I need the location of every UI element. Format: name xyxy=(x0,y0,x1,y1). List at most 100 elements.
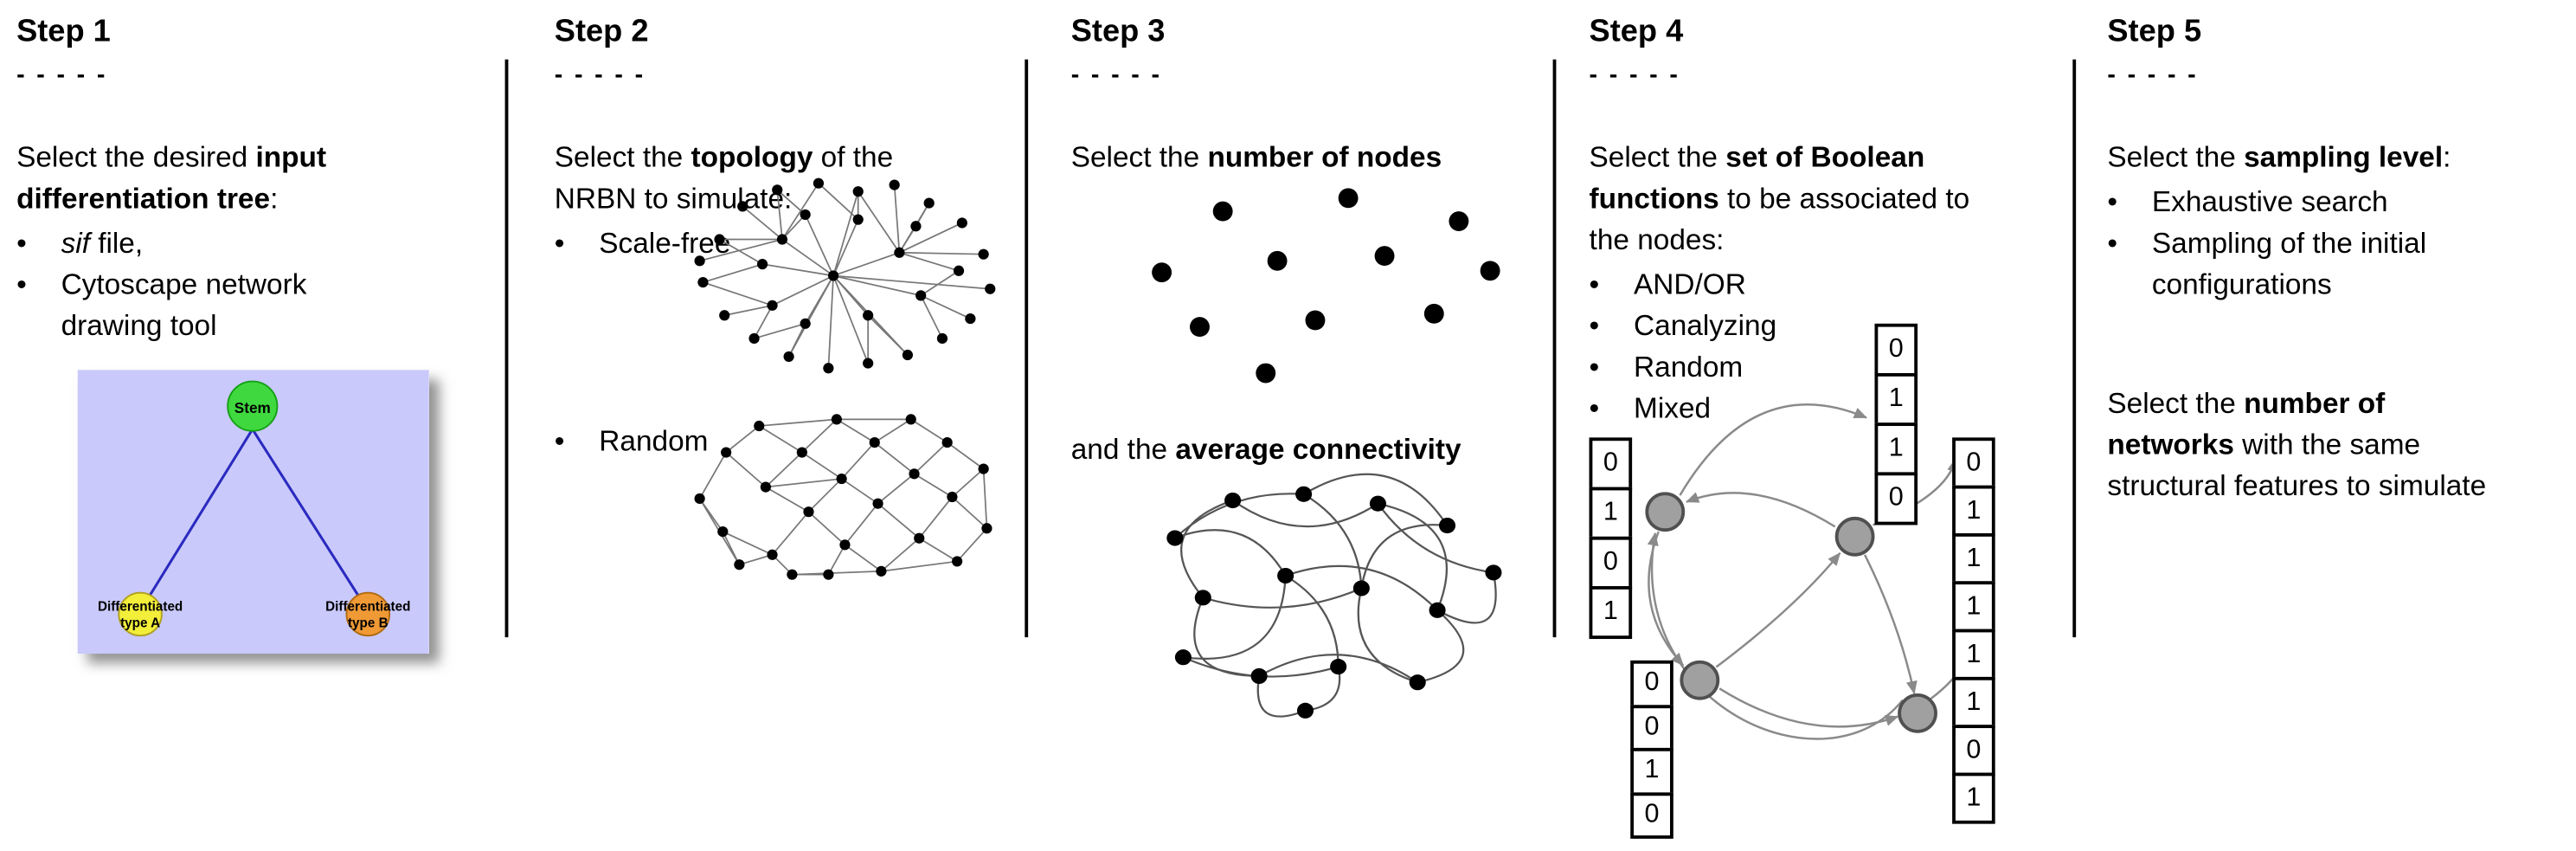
connectivity-graph-graphic xyxy=(1166,473,1502,719)
bullet-marker xyxy=(555,421,599,462)
truth-table-cell: 1 xyxy=(1630,747,1673,796)
network-node xyxy=(1898,693,1937,733)
truth-table-cell: 1 xyxy=(1874,373,1918,427)
truth-table-cell: 0 xyxy=(1874,472,1918,525)
bullet-list: Exhaustive search Sampling of the initia… xyxy=(2107,182,2573,306)
network-node xyxy=(1680,660,1720,700)
step-column-4: Step 4 - - - - - Select the set of Boole… xyxy=(1590,13,2052,429)
column-divider xyxy=(2072,59,2077,638)
step-column-5: Step 5 - - - - - Select the sampling lev… xyxy=(2107,13,2573,502)
step-dashes: - - - - - xyxy=(2107,61,2199,89)
list-item-text: Mixed xyxy=(1634,390,1712,425)
network-node xyxy=(1834,516,1875,557)
step-title: Step 3 xyxy=(1070,15,1166,50)
truth-table-cell: 0 xyxy=(1589,437,1633,491)
list-item: Random xyxy=(555,421,709,462)
type-b-node xyxy=(345,591,391,637)
random-network-graphic xyxy=(694,414,992,580)
step-second-text: and the average connectivity xyxy=(1070,432,1461,466)
truth-table-cell: 1 xyxy=(1874,422,1918,476)
list-item-text: AND/OR xyxy=(1634,267,1746,301)
truth-table-cell: 0 xyxy=(1952,437,1995,489)
stem-node xyxy=(227,380,279,432)
list-item: AND/OR xyxy=(1590,264,2052,306)
truth-table-cell: 1 xyxy=(1952,485,1995,537)
step-dashes: - - - - - xyxy=(1070,61,1162,89)
list-item-text: Random xyxy=(599,424,709,458)
step-column-1: Step 1 - - - - - Select the desired inpu… xyxy=(16,13,482,654)
truth-table-top: 0 1 1 0 xyxy=(1874,323,1918,525)
bullet-marker xyxy=(2107,182,2151,223)
step-title: Step 4 xyxy=(1589,15,1684,50)
list-item: Exhaustive search xyxy=(2107,182,2573,223)
list-item-text: Random xyxy=(1634,350,1744,384)
truth-table-cell: 1 xyxy=(1952,676,1995,729)
step-dashes: - - - - - xyxy=(16,61,108,89)
tree-edge xyxy=(138,429,254,612)
node-dots-graphic xyxy=(1152,188,1500,384)
type-a-label-line2: type A xyxy=(120,616,160,631)
truth-table-cell: 1 xyxy=(1952,581,1995,633)
list-item: Canalyzing xyxy=(1590,306,2052,347)
scale-free-network-graphic xyxy=(694,177,996,374)
type-a-label-line1: Differentiated xyxy=(98,600,183,615)
differentiation-tree-svg: Stem Differentiated type A Differentiate… xyxy=(77,370,429,654)
truth-table-cell: 0 xyxy=(1630,704,1673,751)
step-column-2: Step 2 - - - - - Select the topology of … xyxy=(554,13,1020,580)
list-item-text: Exhaustive search xyxy=(2151,184,2388,218)
list-item-text: Scale-free xyxy=(599,226,731,260)
step-title: Step 1 xyxy=(16,15,111,50)
column-divider xyxy=(1025,59,1029,638)
truth-table-cell: 1 xyxy=(1952,532,1995,585)
truth-table-cell: 1 xyxy=(1589,487,1633,540)
list-item: Random xyxy=(1590,346,2052,388)
step-intro: Select the sampling level: xyxy=(2107,140,2451,174)
step-dashes: - - - - - xyxy=(1589,61,1680,89)
step-title: Step 2 xyxy=(554,15,649,50)
list-item-text: Canalyzing xyxy=(1634,308,1777,342)
bullet-marker xyxy=(16,264,61,346)
bullet-list: AND/OR Canalyzing Random Mixed xyxy=(1590,264,2052,429)
step-title: Step 5 xyxy=(2107,15,2202,50)
truth-table-cell: 1 xyxy=(1952,629,1995,680)
truth-table-left: 0 1 0 1 xyxy=(1589,437,1633,640)
truth-table-cell: 0 xyxy=(1589,536,1633,590)
truth-table-cell: 0 xyxy=(1874,323,1918,377)
column-divider xyxy=(1552,59,1557,638)
bullet-marker xyxy=(1590,264,1634,306)
truth-table-cell: 0 xyxy=(1630,660,1673,708)
bullet-marker xyxy=(2107,222,2151,305)
bullet-marker xyxy=(16,222,61,264)
type-b-label-line1: Differentiated xyxy=(325,600,410,615)
truth-table-cell: 0 xyxy=(1630,791,1673,839)
list-item-text: sif file, xyxy=(61,226,144,260)
truth-table-bottom: 0 0 1 0 xyxy=(1630,660,1673,839)
differentiation-tree-graphic: Stem Differentiated type A Differentiate… xyxy=(77,370,429,654)
bullet-marker xyxy=(555,222,599,264)
network-node xyxy=(1645,492,1686,532)
list-item: Mixed xyxy=(1590,388,2052,429)
step-intro: Select the number of nodes xyxy=(1070,140,1442,174)
list-item: Scale-free xyxy=(555,222,731,264)
truth-table-cell: 1 xyxy=(1952,772,1995,824)
boolean-network-graphic xyxy=(1645,403,1976,740)
tree-edge xyxy=(251,429,369,612)
boolean-network-nodes xyxy=(1645,492,1937,733)
stem-label: Stem xyxy=(234,399,271,416)
type-b-label-line2: type B xyxy=(348,616,389,631)
step-column-3: Step 3 - - - - - Select the number of no… xyxy=(1070,13,1550,719)
type-a-node xyxy=(118,591,163,637)
truth-table-right: 0 1 1 1 1 1 0 1 xyxy=(1952,437,1995,824)
truth-table-cell: 1 xyxy=(1589,586,1633,640)
list-item: sif file, xyxy=(16,222,482,264)
truth-table-cell: 0 xyxy=(1952,725,1995,777)
column-divider xyxy=(504,59,509,638)
